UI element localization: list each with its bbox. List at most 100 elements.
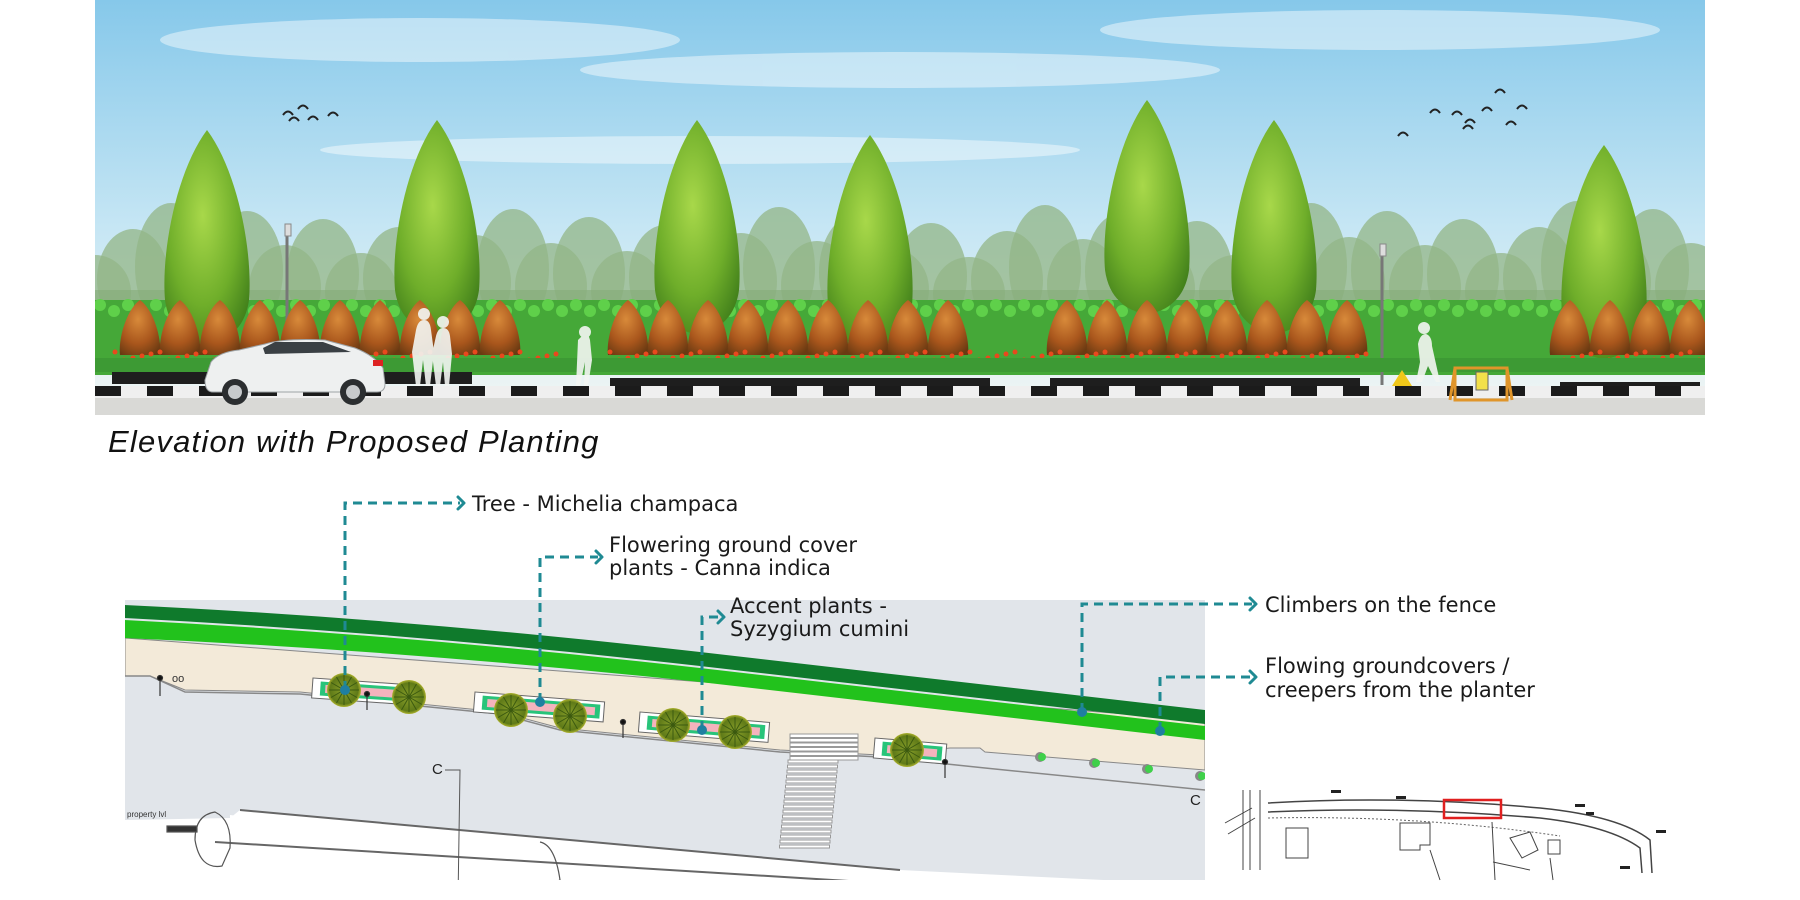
canna-flower <box>1228 351 1234 357</box>
bush-leaf <box>734 731 743 746</box>
bush-leaf <box>659 717 674 726</box>
callout-label-line1: Accent plants - <box>730 594 887 618</box>
canna-flower <box>1354 353 1360 359</box>
shrub <box>807 300 849 355</box>
fence-hedge-dark <box>125 605 1205 724</box>
bush-leaf <box>734 724 749 733</box>
key-plan-highlight <box>1442 798 1503 820</box>
section-mark-left: C <box>432 761 443 778</box>
canna-flower <box>508 351 514 357</box>
symbol-oo: oo <box>172 673 184 685</box>
canna-flower <box>553 351 559 357</box>
bush-leaf <box>395 689 410 698</box>
bush-leaf <box>906 749 915 764</box>
elevation-rendering <box>95 0 1705 415</box>
crossing-stripe <box>783 804 834 809</box>
canna-flower <box>607 349 613 355</box>
canna-flower <box>823 351 829 357</box>
callout-label-line1: Flowering ground cover <box>609 533 857 557</box>
crossing-stripe <box>789 742 859 747</box>
shrub <box>1669 300 1705 355</box>
bush-leaf <box>408 696 417 711</box>
property-line-label: property lvl <box>127 810 166 819</box>
canna-flower <box>1003 351 1009 357</box>
bollard-light <box>1198 772 1205 780</box>
key-plan <box>1224 790 1666 881</box>
crossing-stripe <box>785 779 837 784</box>
crossing-stripe <box>787 764 838 769</box>
canna-flower <box>1057 349 1063 355</box>
canna-flower <box>1237 349 1243 355</box>
bush-leaf <box>734 718 743 733</box>
bush-leaf <box>510 709 525 718</box>
crossing-stripe <box>782 814 833 819</box>
tree-canopy <box>164 130 250 344</box>
key-plan-annotations <box>1331 790 1666 869</box>
bush-leaf <box>510 702 525 711</box>
canna-flower <box>1588 351 1594 357</box>
key-plan-building <box>1509 831 1539 859</box>
canna-flower <box>688 351 694 357</box>
canna-flower <box>958 351 964 357</box>
bush-leaf <box>672 717 687 726</box>
shrub <box>927 300 969 355</box>
bush-leaf <box>906 749 921 758</box>
hedge-leaf <box>1508 305 1520 317</box>
bird <box>307 115 319 121</box>
canna-flower <box>697 349 703 355</box>
shrub <box>1086 300 1128 355</box>
callout-label: Climbers on the fence <box>1265 593 1496 617</box>
kerb-stones <box>95 386 1705 398</box>
hedge-leaf <box>472 305 484 317</box>
kerb-stone-dark <box>1395 386 1421 396</box>
key-plan-building <box>1285 827 1309 859</box>
fence-hedge-light <box>125 620 1205 740</box>
bird <box>1494 88 1506 94</box>
bush-leaf <box>401 696 410 711</box>
canna-flower <box>1147 349 1153 355</box>
hedge-leaf <box>962 299 974 311</box>
kerb-stone-dark <box>719 386 745 396</box>
shrub <box>1286 300 1328 355</box>
hedge-leaf <box>1018 299 1030 311</box>
shrub <box>359 300 401 355</box>
canna-flower <box>859 353 865 359</box>
bird <box>288 116 300 122</box>
canna-flower <box>382 349 388 355</box>
bush-leaf <box>408 689 423 698</box>
street-light-head <box>1379 243 1387 257</box>
kerb-stone-dark <box>875 386 901 396</box>
bush-leaf <box>893 742 908 751</box>
hedge-leaf <box>584 305 596 317</box>
canna-flower <box>724 353 730 359</box>
hedge-leaf <box>1326 299 1338 311</box>
hedge-leaf <box>1424 305 1436 317</box>
bush-leaf <box>665 724 674 739</box>
canna-flower <box>1273 351 1279 357</box>
bush-leaf <box>562 715 571 730</box>
canna-flower <box>202 349 208 355</box>
bush-leaf <box>510 709 519 724</box>
crossing-stripe <box>789 738 859 743</box>
bird <box>282 110 294 116</box>
key-plan-planting-line <box>1267 817 1561 837</box>
elevation-shrubs <box>95 300 1705 372</box>
bush-leaf <box>395 696 410 705</box>
bush-leaf <box>569 702 578 717</box>
bollard-light <box>1092 759 1100 767</box>
leader-dot <box>340 685 350 695</box>
tree-canopy <box>1561 145 1647 359</box>
bush-leaf <box>899 736 908 751</box>
canna-flower <box>1219 353 1225 359</box>
canna-flower <box>1633 351 1639 357</box>
hedge-leaf <box>1662 299 1674 311</box>
canna-flower <box>1102 349 1108 355</box>
canna-flower <box>634 353 640 359</box>
shrub <box>847 300 889 355</box>
shrub <box>607 300 649 355</box>
bird <box>297 104 309 110</box>
shrub <box>647 300 689 355</box>
hedge-leaf <box>1200 305 1212 317</box>
kerb-stone-dark <box>563 386 589 396</box>
gate-symbols <box>166 811 561 880</box>
